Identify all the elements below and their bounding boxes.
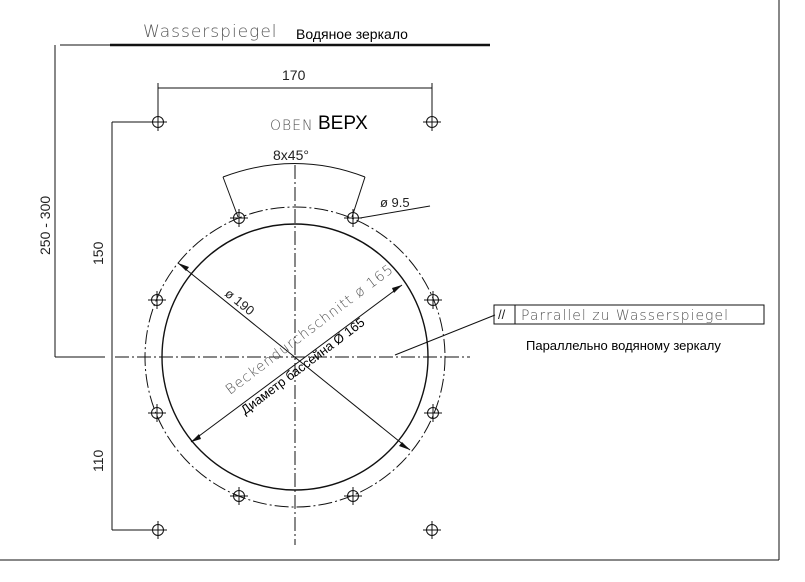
angle-8x45-arc xyxy=(222,163,366,178)
label-oben: OBEN xyxy=(270,118,314,134)
label-parallel-de: Parrallel zu Wasserspiegel xyxy=(521,308,729,324)
pool-circle xyxy=(161,223,429,491)
dim-170-label: 170 xyxy=(282,67,306,83)
dim-150-label: 150 xyxy=(90,241,106,265)
hole-marker-5 xyxy=(148,291,166,309)
hole-marker-11 xyxy=(149,521,167,539)
label-beckendurchschnitt: Beckendurchschnitt ø 165 xyxy=(223,261,397,398)
hole-marker-12 xyxy=(423,521,441,539)
label-wasserspiegel: Wasserspiegel xyxy=(143,22,278,42)
hole-marker-3 xyxy=(230,209,248,227)
angle-ext-right xyxy=(351,176,366,218)
hole-marker-2 xyxy=(423,113,441,131)
dim-110-label: 110 xyxy=(90,449,106,472)
label-verkh-ru: ВЕРХ xyxy=(318,113,368,134)
hole-marker-1 xyxy=(149,113,167,131)
diameter-190-arrow-start xyxy=(178,263,189,271)
angle-8x45-label: 8x45° xyxy=(273,147,309,163)
diameter-190-arrow-end xyxy=(399,442,410,450)
hole-marker-6 xyxy=(424,291,442,309)
label-parallel-ru: Параллельно водяному зеркалу xyxy=(526,338,721,353)
diameter-190-line xyxy=(177,262,411,451)
hole-markers xyxy=(148,113,442,539)
hole-9-5-leader xyxy=(359,205,431,219)
label-water-mirror-ru: Водяное зеркало xyxy=(296,26,408,42)
hole-marker-7 xyxy=(148,404,166,422)
hole-marker-8 xyxy=(424,404,442,422)
hole-marker-10 xyxy=(344,487,362,505)
diameter-165-arrow-end xyxy=(392,285,402,293)
parallel-frame xyxy=(493,304,765,325)
diameter-165-arrow-start xyxy=(191,434,201,442)
hole-9-5-label: ø 9.5 xyxy=(380,195,410,210)
angle-ext-left xyxy=(222,176,239,218)
diameter-165-line xyxy=(190,284,403,443)
hole-marker-9 xyxy=(230,487,248,505)
parallel-symbol: // xyxy=(498,307,506,322)
dim-250-300-label: 250 - 300 xyxy=(37,196,53,255)
parallel-leader xyxy=(394,314,496,356)
bolt-circle xyxy=(144,206,446,508)
hole-marker-4 xyxy=(344,209,362,227)
